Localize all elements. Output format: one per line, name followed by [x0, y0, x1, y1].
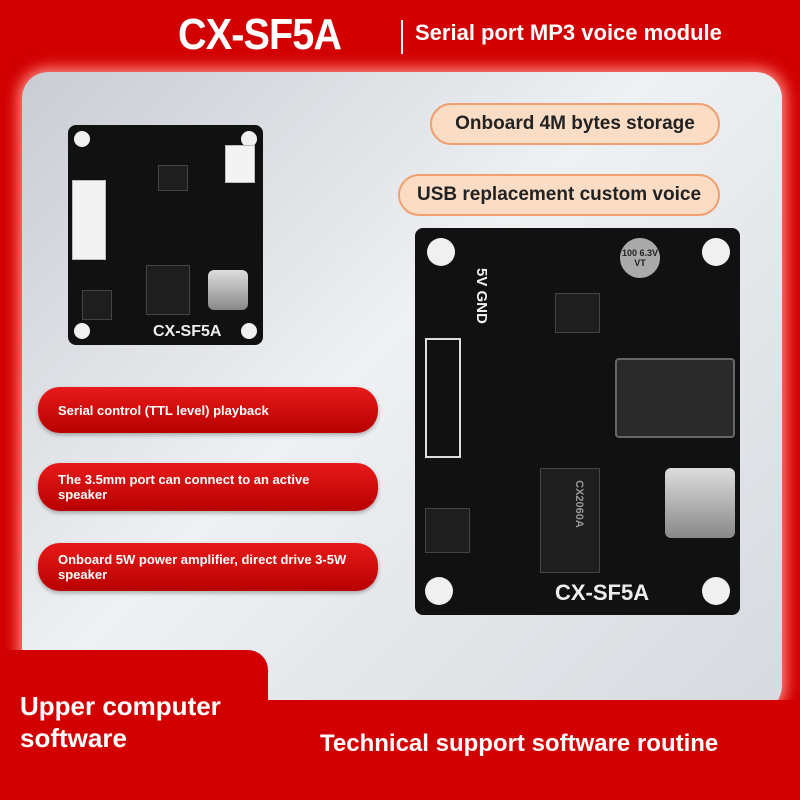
footer-technical-support: Technical support software routine	[268, 700, 800, 800]
product-subtitle: Serial port MP3 voice module	[415, 20, 722, 45]
product-title: CX-SF5A	[178, 10, 342, 59]
chip-label: CX2060A	[572, 480, 585, 528]
feature-serial-control: Serial control (TTL level) playback	[38, 387, 378, 433]
large-board-image: 5V GND 100 6.3V VT CX2060A CX-SF5A	[415, 228, 740, 615]
title-divider	[401, 20, 403, 54]
capacitor-label: 100 6.3V VT	[620, 238, 660, 278]
feature-3-5mm-port: The 3.5mm port can connect to an active …	[38, 463, 378, 511]
pin-label: 5V GND	[473, 268, 490, 324]
feature-storage: Onboard 4M bytes storage	[430, 103, 720, 145]
feature-amplifier: Onboard 5W power amplifier, direct drive…	[38, 543, 378, 591]
feature-usb-voice: USB replacement custom voice	[398, 174, 720, 216]
small-board-label: CX-SF5A	[153, 323, 222, 340]
footer-upper-computer: Upper computer software	[0, 650, 268, 800]
large-board-label: CX-SF5A	[555, 580, 650, 605]
small-board-image: CX-SF5A	[68, 125, 263, 345]
